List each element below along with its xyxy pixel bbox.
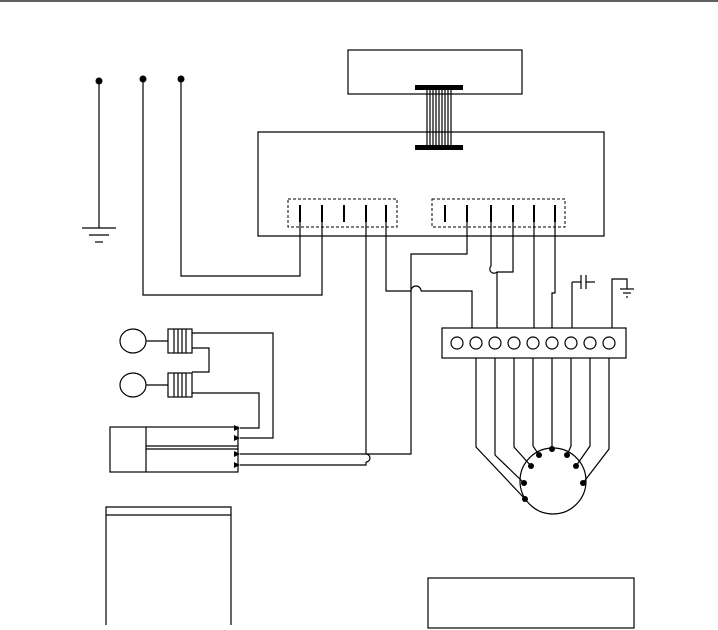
board-connector-right (431, 198, 566, 228)
ground-symbol-right (611, 278, 634, 328)
capacitor-symbol (571, 275, 595, 328)
terminal-1 (450, 336, 464, 350)
terminal-block (441, 327, 627, 359)
terminal-7 (564, 336, 578, 350)
cabinet-outline (105, 506, 232, 625)
terminal-4 (507, 336, 521, 350)
board-connector-left (287, 198, 398, 228)
label-box (427, 577, 635, 629)
terminal-6 (545, 336, 559, 350)
terminal-8 (583, 336, 597, 350)
terminal-5 (526, 336, 540, 350)
board-wires (240, 205, 556, 466)
relay-block (109, 425, 240, 473)
control-board (257, 131, 605, 237)
power-leads (95, 75, 323, 296)
terminal-3 (488, 336, 502, 350)
ribbon-cable (415, 85, 463, 150)
terminal-9 (602, 336, 616, 350)
lamp-upper (119, 328, 274, 439)
terminal-2 (469, 336, 483, 350)
lamp-lower (119, 372, 260, 429)
ground-symbol (82, 227, 116, 243)
motor-winding (475, 358, 610, 515)
